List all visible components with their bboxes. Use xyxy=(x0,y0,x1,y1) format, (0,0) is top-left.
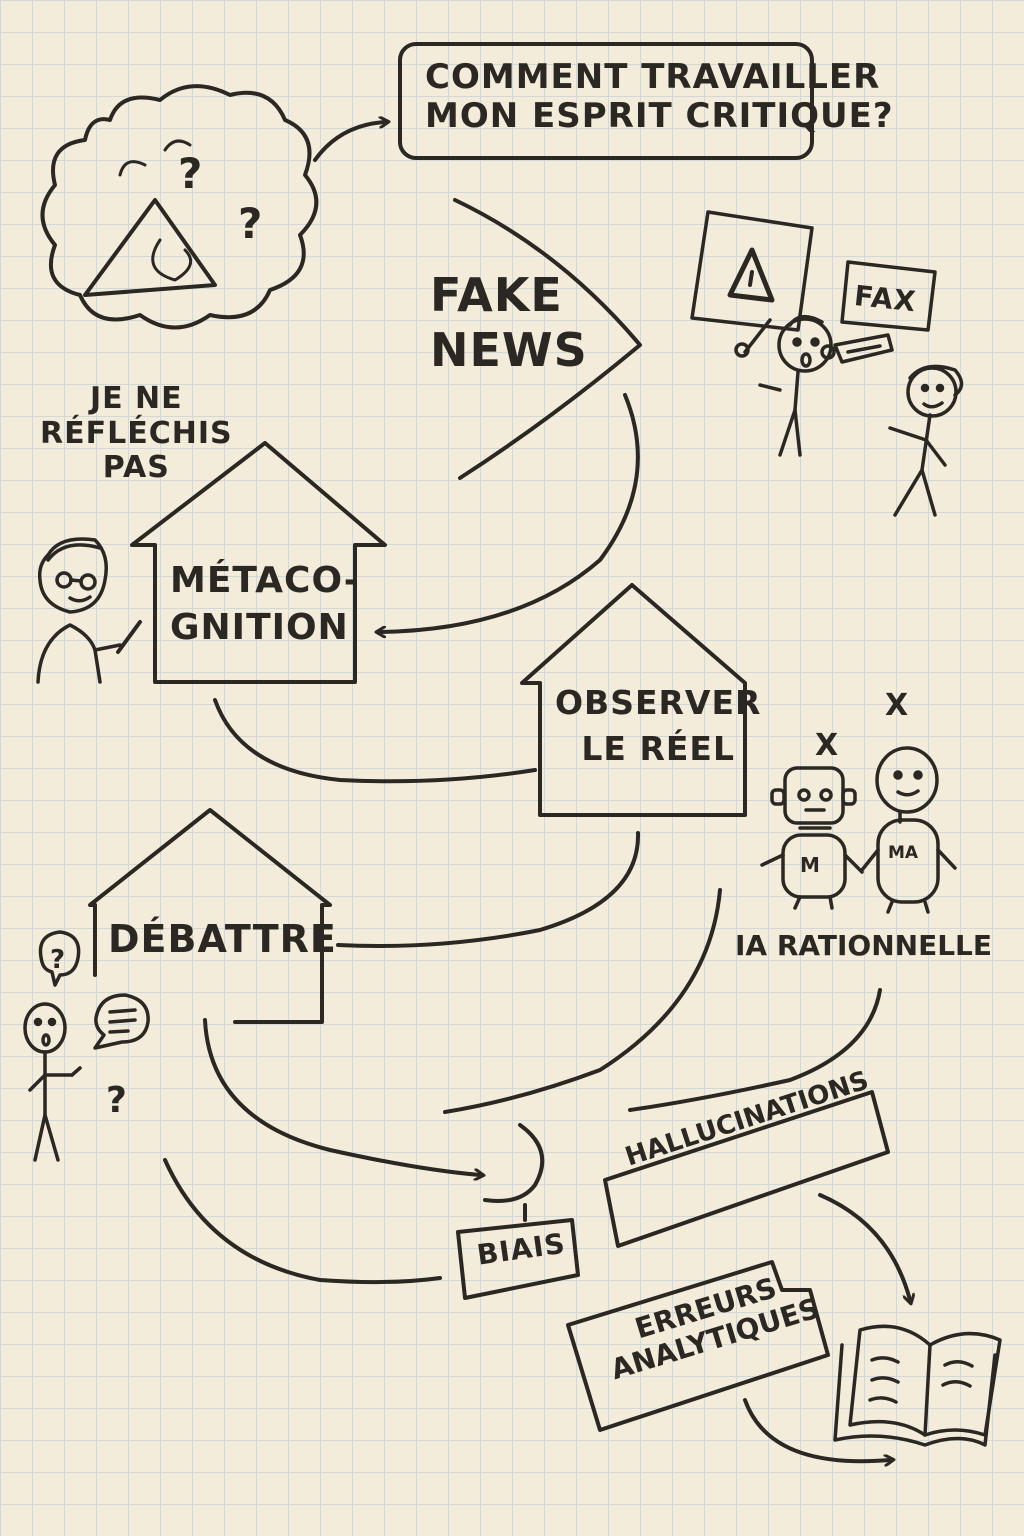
metacognition-line-2: GNITION xyxy=(170,606,349,648)
observer-line-1: OBSERVER xyxy=(555,683,762,722)
metacognition-line-1: MÉTACO- xyxy=(170,560,360,601)
observer-line-2: LE RÉEL xyxy=(581,729,735,769)
robot-left-x-mark: X xyxy=(815,728,838,763)
robot-left-chest-label: M xyxy=(800,853,820,877)
observer-label: OBSERVER LE RÉEL xyxy=(555,680,761,772)
protest-sign-triangle xyxy=(690,210,814,354)
hallucinations-box xyxy=(603,1090,890,1248)
arrow-fakenews-to-metacognition xyxy=(380,393,640,632)
protest-sign-fax xyxy=(833,260,937,364)
metacognition-label: MÉTACO- GNITION xyxy=(170,558,360,652)
warning-triangle-icon xyxy=(727,247,775,303)
question-label: COMMENT TRAVAILLER MON ESPRIT CRITIQUE? xyxy=(425,57,894,137)
biais-box xyxy=(456,1218,580,1300)
book-icon xyxy=(833,1324,1002,1447)
erreurs-box xyxy=(566,1260,830,1432)
curve-metacognition-to-observer xyxy=(213,698,537,784)
je-ne-line-3: PAS xyxy=(102,450,170,485)
question-mark-bubble: ? xyxy=(50,945,65,975)
question-mark-floating: ? xyxy=(106,1080,127,1121)
curve-observer-to-debattre xyxy=(336,831,641,948)
teacher-figure xyxy=(36,537,142,684)
robot-right-chest-label: MA xyxy=(888,843,919,863)
debate-person xyxy=(23,1002,82,1162)
fake-news-label: FAKE NEWS xyxy=(430,268,588,378)
curve-bottom-to-biais xyxy=(163,1158,442,1285)
robot-right xyxy=(860,746,957,914)
thought-cloud xyxy=(40,84,319,330)
debattre-label: DÉBATTRE xyxy=(108,917,337,961)
robot-left xyxy=(760,766,864,910)
je-ne-reflechis-label: JE NE RÉFLÉCHIS PAS xyxy=(40,381,233,486)
surprised-person xyxy=(734,315,836,457)
pointing-person xyxy=(888,364,964,517)
curve-ia-to-hallucinations xyxy=(628,988,882,1112)
arrow-cloud-to-question xyxy=(313,122,385,162)
speech-bubble xyxy=(93,993,150,1050)
curve-robots-to-biais xyxy=(443,888,722,1114)
debattre-house xyxy=(88,808,332,1024)
triangle-icon xyxy=(83,198,217,297)
arrow-hallucinations-to-book xyxy=(818,1193,910,1300)
fax-sign-label: FAX xyxy=(852,279,918,319)
fake-news-line-1: FAKE xyxy=(430,268,563,322)
ia-rationnelle-label: IA RATIONNELLE xyxy=(735,929,993,962)
je-ne-line-1: JE NE xyxy=(89,381,183,416)
observer-house xyxy=(520,583,747,817)
question-bubble xyxy=(38,930,81,987)
arrow-debattre-to-biais xyxy=(203,1018,480,1175)
metacognition-house xyxy=(130,441,387,684)
fake-news-chevron xyxy=(453,198,642,480)
question-line-2: MON ESPRIT CRITIQUE? xyxy=(425,96,894,137)
biais-connector xyxy=(483,1123,545,1203)
fake-news-line-2: NEWS xyxy=(430,323,588,378)
question-line-1: COMMENT TRAVAILLER xyxy=(425,57,881,97)
je-ne-line-2: RÉFLÉCHIS xyxy=(40,415,233,451)
question-mark-1: ? xyxy=(178,149,202,198)
robot-right-x-mark: X xyxy=(885,688,908,723)
arrow-erreurs-to-book xyxy=(743,1398,890,1461)
question-box xyxy=(398,42,814,160)
question-mark-2: ? xyxy=(238,199,262,248)
